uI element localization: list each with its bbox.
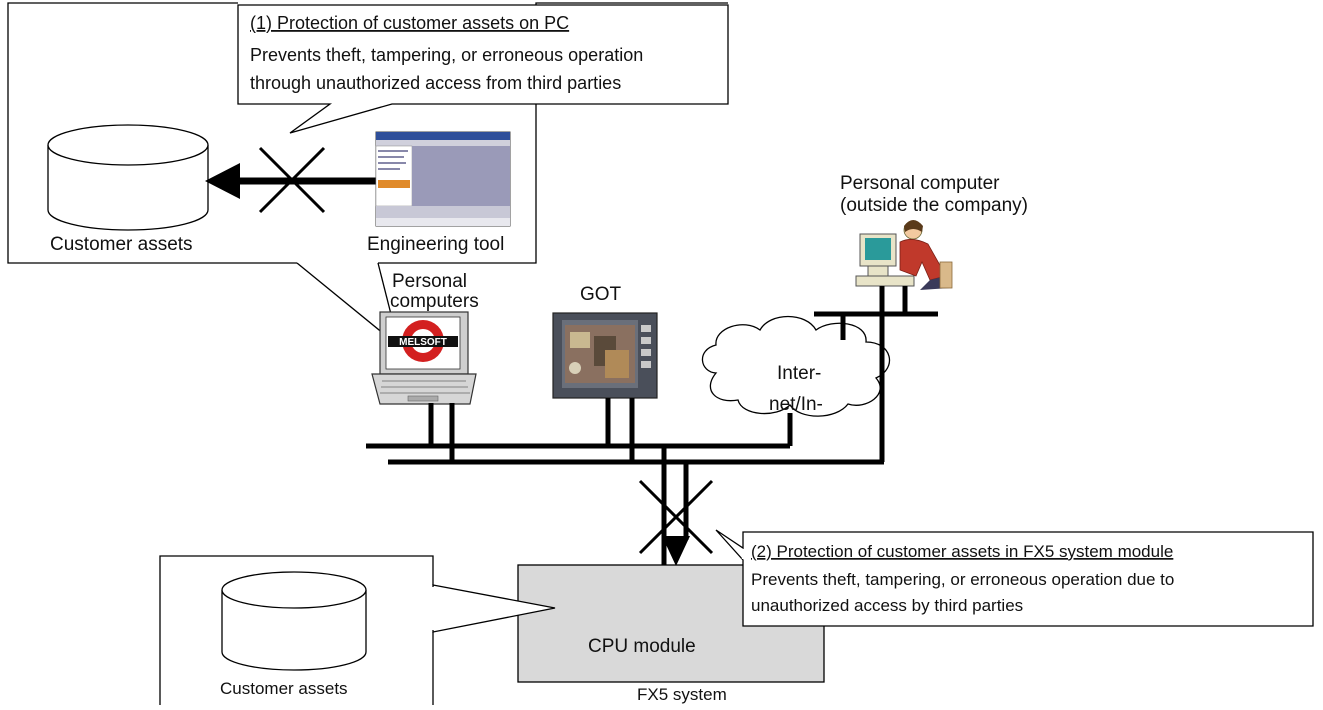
got-label: GOT bbox=[580, 284, 622, 305]
fx5-protection-line2: unauthorized access by third parties bbox=[751, 596, 1023, 615]
pc-protection-line2: through unauthorized access from third p… bbox=[250, 73, 621, 93]
cpu-module-label: CPU module bbox=[588, 636, 696, 657]
fx5-system-label: FX5 system bbox=[637, 685, 727, 704]
internet-label-2: net/In- bbox=[769, 394, 823, 415]
customer-assets-bottom-icon bbox=[221, 571, 367, 671]
fx5-protection-callout: (2) Protection of customer assets in FX5… bbox=[715, 529, 1314, 627]
laptop-icon: MELSOFT bbox=[371, 311, 477, 405]
pc-protection-line1: Prevents theft, tampering, or erroneous … bbox=[250, 45, 643, 65]
got-panel-icon bbox=[552, 312, 658, 399]
network-lines bbox=[366, 286, 938, 565]
engineering-tool-label: Engineering tool bbox=[367, 234, 504, 255]
blocked-access-arrow-cpu bbox=[638, 479, 714, 566]
fx5-protection-line1: Prevents theft, tampering, or erroneous … bbox=[751, 570, 1174, 589]
pc-protection-callout: (1) Protection of customer assets on PC … bbox=[237, 4, 729, 134]
outside-pc-label-1: Personal computer bbox=[840, 173, 1000, 194]
blocked-access-arrow-top bbox=[205, 146, 384, 214]
panel-pointer-line bbox=[296, 262, 396, 344]
engineering-tool-window bbox=[375, 131, 511, 227]
personal-computers-label-1: Personal bbox=[392, 271, 467, 292]
fx5-protection-title: (2) Protection of customer assets in FX5… bbox=[751, 542, 1173, 561]
internet-cloud-icon bbox=[701, 316, 891, 417]
personal-computers-label-2: computers bbox=[390, 291, 479, 312]
customer-assets-top-label: Customer assets bbox=[50, 234, 193, 255]
internet-label-1: Inter- bbox=[777, 363, 821, 384]
melsoft-logo-text: MELSOFT bbox=[399, 337, 447, 348]
pc-panel bbox=[7, 2, 728, 264]
customer-assets-bottom-label: Customer assets bbox=[220, 679, 348, 698]
customer-assets-top-icon bbox=[47, 124, 209, 231]
fx5-panel bbox=[159, 555, 434, 705]
pc-protection-title: (1) Protection of customer assets on PC bbox=[250, 13, 569, 33]
outside-user-computer-icon bbox=[855, 220, 953, 290]
outside-pc-label-2: (outside the company) bbox=[840, 195, 1028, 216]
